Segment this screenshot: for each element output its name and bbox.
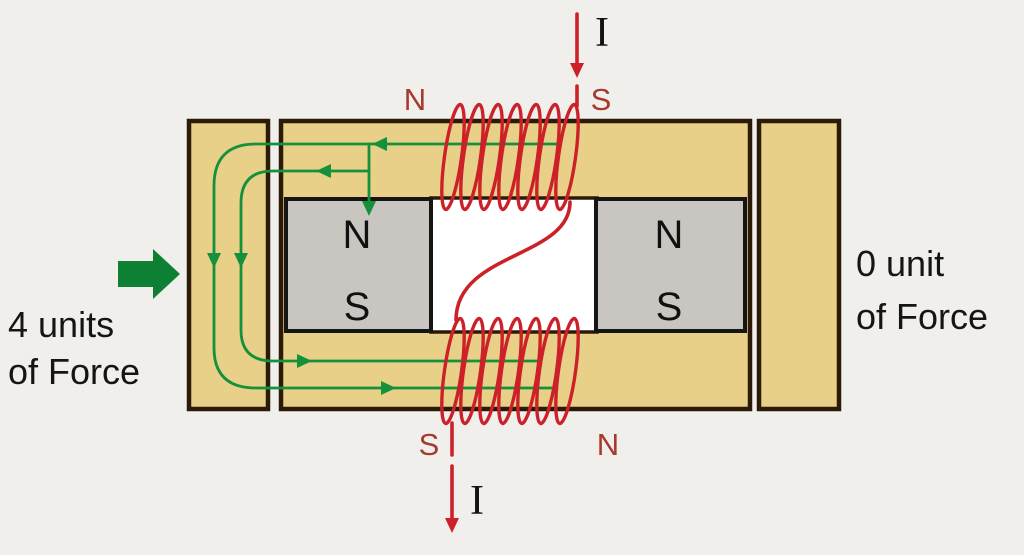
coil-turn [516, 102, 542, 212]
coil-turn [440, 316, 466, 426]
magnet-right [594, 197, 747, 333]
force-right-label-line1: 0 unit [856, 243, 944, 284]
core-left-bar [186, 118, 271, 412]
coil-top [440, 102, 580, 212]
magnet-left-s-label: S [344, 285, 371, 329]
core-right-bar [756, 118, 842, 412]
force-left-label-line1: 4 units [8, 304, 114, 345]
flux-arrowhead [234, 253, 248, 268]
coil-turn [478, 316, 504, 426]
coil-turn [535, 102, 561, 212]
coil-turn [516, 316, 542, 426]
flux-arrowhead [372, 137, 387, 151]
coil-cross-wire [454, 200, 572, 322]
coil-turn [440, 102, 466, 212]
coil-turn [554, 316, 580, 426]
current-top-arrowhead [570, 63, 584, 78]
magnet-left [284, 197, 433, 333]
coil-turn [497, 102, 523, 212]
magnet-right-s-label: S [656, 285, 683, 329]
current-bottom-label: I [470, 478, 484, 524]
coil-turn [459, 316, 485, 426]
coil-bottom-pole-right: N [597, 427, 619, 462]
current-bottom-arrowhead [445, 518, 459, 533]
coil-bottom-pole-left: S [419, 427, 440, 462]
flux-arrowhead [362, 201, 376, 216]
coil-turn [554, 102, 580, 212]
magnet-left-n-label: N [343, 213, 372, 257]
coil-turn [459, 102, 485, 212]
flux-arrowhead [316, 164, 331, 178]
flux-arrowhead [207, 253, 221, 268]
coil-top-pole-right: S [591, 82, 612, 117]
flux-arrowhead [381, 381, 396, 395]
current-top-label: I [595, 10, 609, 56]
force-left-label-line2: of Force [8, 351, 140, 392]
coil-turn [497, 316, 523, 426]
force-right-label-line2: of Force [856, 296, 988, 337]
coil-turn [535, 316, 561, 426]
magnet-right-n-label: N [655, 213, 684, 257]
coil-top-pole-left: N [404, 82, 426, 117]
coil-turn [478, 102, 504, 212]
force-arrow [118, 249, 180, 299]
coil-bottom [440, 316, 580, 426]
flux-arrowhead [297, 354, 312, 368]
